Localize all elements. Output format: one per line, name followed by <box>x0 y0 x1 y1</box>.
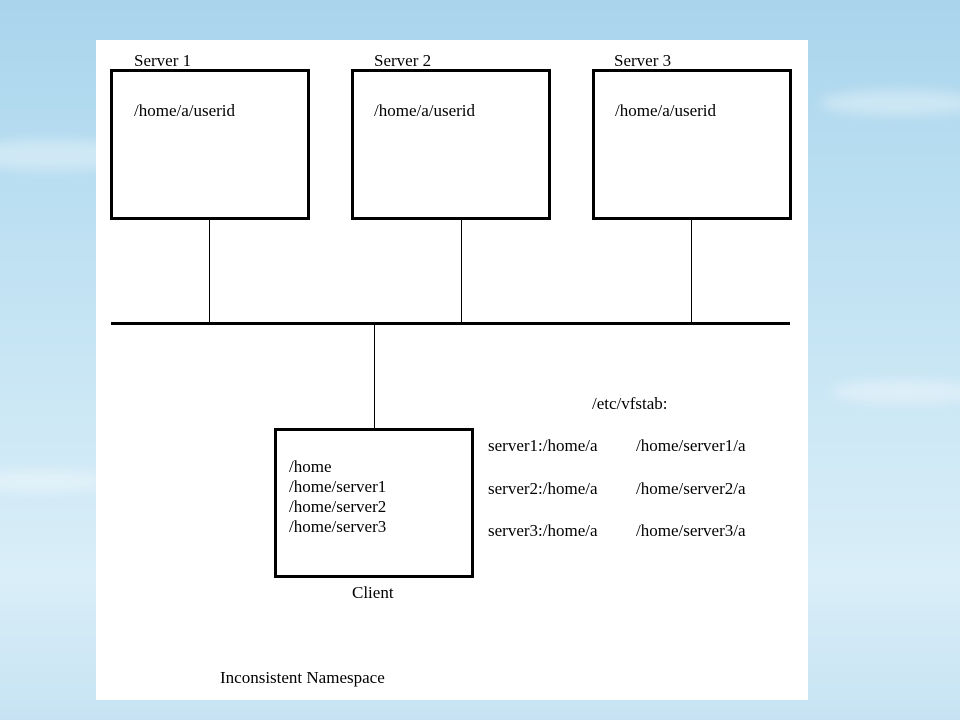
server-3-connector <box>691 220 692 323</box>
server-3-path: /home/a/userid <box>615 101 717 120</box>
client-mount-item: /home/server2 <box>289 497 387 516</box>
client-mount-item: /home/server1 <box>289 477 387 496</box>
background-cloud <box>820 90 960 116</box>
vfstab-source-3: server3:/home/a <box>488 521 598 540</box>
background-cloud <box>0 470 110 492</box>
server-3-title: Server 3 <box>614 51 672 70</box>
client-box: /home /home/server1 /home/server2 /home/… <box>274 428 474 578</box>
server-2-title: Server 2 <box>374 51 432 70</box>
network-bus-line <box>111 322 790 325</box>
server-2-connector <box>461 220 462 323</box>
client-connector <box>374 325 375 429</box>
vfstab-target-2: /home/server2/a <box>636 479 746 498</box>
client-title: Client <box>352 583 394 602</box>
vfstab-target-1: /home/server1/a <box>636 436 746 455</box>
server-1-title: Server 1 <box>134 51 192 70</box>
server-2-box: /home/a/userid <box>351 69 551 220</box>
server-1-path: /home/a/userid <box>134 101 236 120</box>
server-1-connector <box>209 220 210 323</box>
vfstab-target-3: /home/server3/a <box>636 521 746 540</box>
server-2-path: /home/a/userid <box>374 101 476 120</box>
diagram-caption: Inconsistent Namespace <box>220 668 385 687</box>
server-3-box: /home/a/userid <box>592 69 792 220</box>
vfstab-source-2: server2:/home/a <box>488 479 598 498</box>
background-cloud <box>830 380 960 404</box>
server-1-box: /home/a/userid <box>110 69 310 220</box>
client-mount-item: /home/server3 <box>289 517 387 536</box>
diagram-panel: Server 1 /home/a/userid Server 2 /home/a… <box>96 40 808 700</box>
vfstab-source-1: server1:/home/a <box>488 436 598 455</box>
client-mount-item: /home <box>289 457 332 476</box>
vfstab-title: /etc/vfstab: <box>592 394 668 413</box>
client-mount-list: /home /home/server1 /home/server2 /home/… <box>289 457 386 537</box>
